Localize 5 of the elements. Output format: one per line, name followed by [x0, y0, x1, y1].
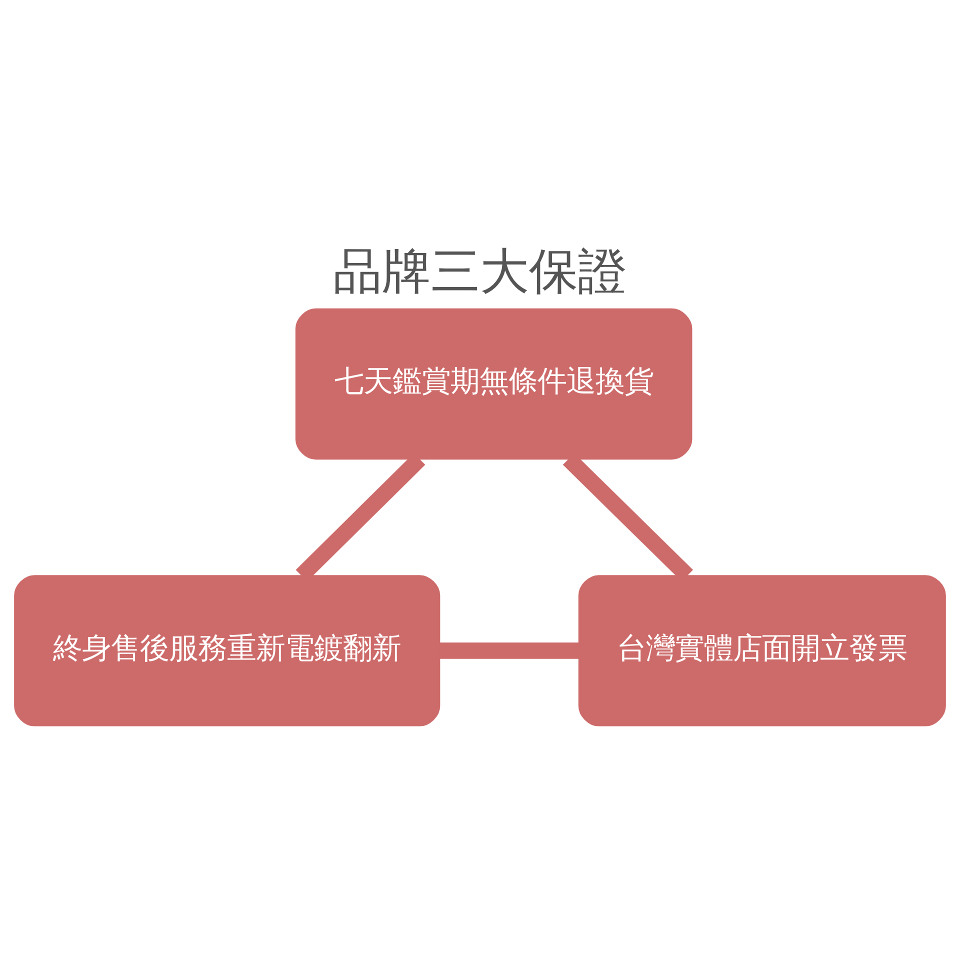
diagram-title: 品牌三大保證	[333, 243, 627, 300]
node-box: 七天鑑賞期無條件退換貨	[295, 308, 692, 460]
node-box: 台灣實體店面開立發票	[578, 575, 946, 726]
connector	[440, 642, 579, 659]
node-box: 終身售後服務重新電鍍翻新	[14, 575, 440, 726]
